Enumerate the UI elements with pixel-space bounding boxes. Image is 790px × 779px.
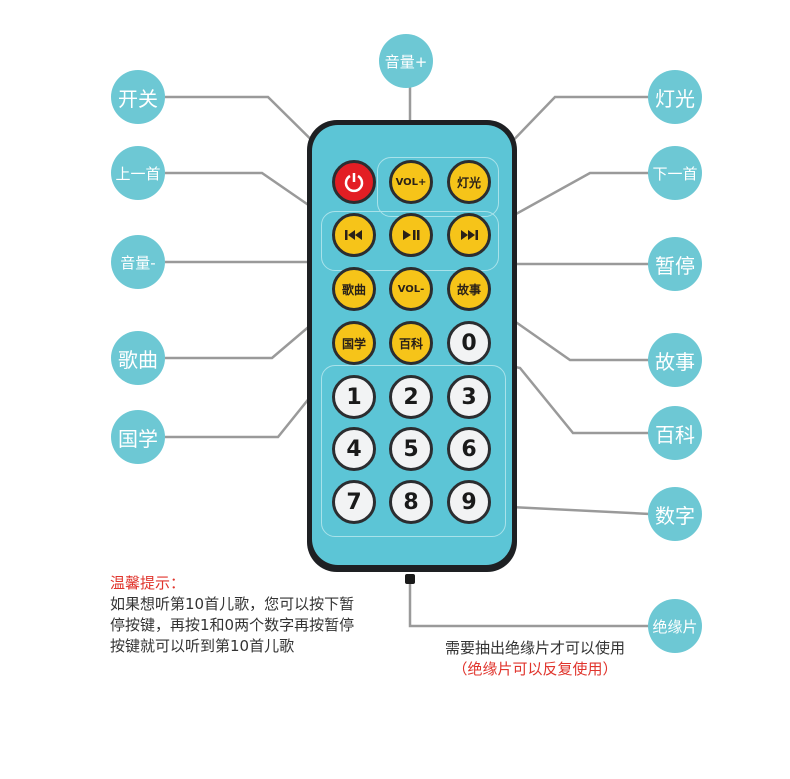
vol-up-button[interactable]: VOL+ [389, 160, 433, 204]
guoxue-button[interactable]: 国学 [332, 321, 376, 365]
label-guoxue: 国学 [111, 410, 165, 464]
power-button[interactable] [332, 160, 376, 204]
label-light: 灯光 [648, 70, 702, 124]
digit-5-button[interactable]: 5 [389, 427, 433, 471]
digit-7-button[interactable]: 7 [332, 480, 376, 524]
label-song: 歌曲 [111, 331, 165, 385]
next-button[interactable] [447, 213, 491, 257]
prev-icon [345, 230, 362, 240]
digit-8-button[interactable]: 8 [389, 480, 433, 524]
tip-block: 温馨提示： 如果想听第10首儿歌，您可以按下暂停按键，再按1和0两个数字再按暂停… [110, 573, 360, 657]
label-story: 故事 [648, 333, 702, 387]
play-pause-icon [403, 230, 420, 240]
digit-1-button[interactable]: 1 [332, 375, 376, 419]
digit-6-button[interactable]: 6 [447, 427, 491, 471]
digit-4-button[interactable]: 4 [332, 427, 376, 471]
number-pad-zone [321, 365, 506, 537]
next-icon [461, 230, 478, 240]
digit-9-button[interactable]: 9 [447, 480, 491, 524]
label-power: 开关 [111, 70, 165, 124]
tip-body: 如果想听第10首儿歌，您可以按下暂停按键，再按1和0两个数字再按暂停按键就可以听… [110, 595, 355, 655]
power-icon [344, 173, 364, 193]
digit-0-button[interactable]: 0 [447, 321, 491, 365]
label-next: 下一首 [648, 146, 702, 200]
prev-button[interactable] [332, 213, 376, 257]
digit-2-button[interactable]: 2 [389, 375, 433, 419]
label-baike: 百科 [648, 406, 702, 460]
insulation-note: 需要抽出绝缘片才可以使用 （绝缘片可以反复使用） [410, 638, 660, 680]
vol-down-button[interactable]: VOL- [389, 267, 433, 311]
tip-title: 温馨提示： [110, 574, 186, 592]
light-button[interactable]: 灯光 [447, 160, 491, 204]
label-pause: 暂停 [648, 237, 702, 291]
play-pause-button[interactable] [389, 213, 433, 257]
story-button[interactable]: 故事 [447, 267, 491, 311]
label-vol-down: 音量- [111, 235, 165, 289]
top-button-zone [377, 157, 499, 217]
note-line2: （绝缘片可以反复使用） [452, 660, 618, 678]
label-digits: 数字 [648, 487, 702, 541]
baike-button[interactable]: 百科 [389, 321, 433, 365]
digit-3-button[interactable]: 3 [447, 375, 491, 419]
label-insulation: 绝缘片 [648, 599, 702, 653]
insulation-tab[interactable] [405, 574, 415, 584]
label-prev: 上一首 [111, 146, 165, 200]
note-line1: 需要抽出绝缘片才可以使用 [444, 639, 625, 657]
label-vol-up: 音量+ [379, 34, 433, 88]
song-button[interactable]: 歌曲 [332, 267, 376, 311]
